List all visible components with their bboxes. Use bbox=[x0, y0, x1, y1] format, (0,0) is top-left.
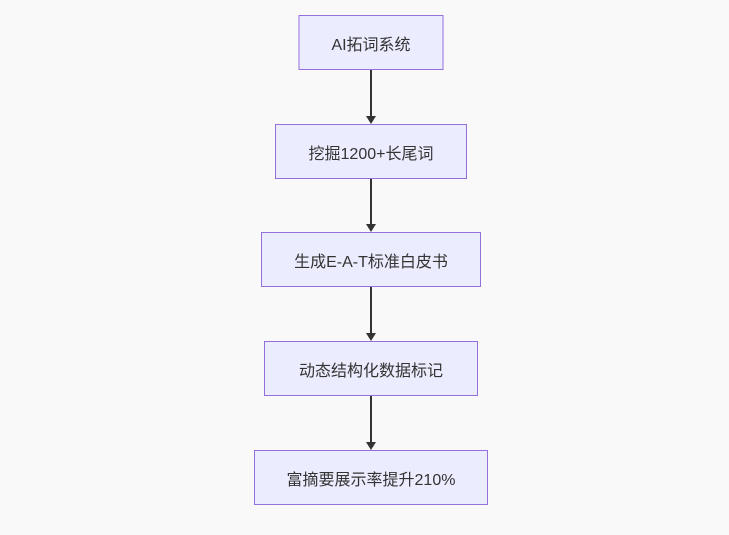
arrowhead-down-icon bbox=[366, 224, 376, 232]
flow-node-structured-data-markup: 动态结构化数据标记 bbox=[264, 341, 478, 396]
flow-node-eat-whitepaper: 生成E-A-T标准白皮书 bbox=[261, 232, 481, 287]
arrow-line bbox=[370, 396, 372, 442]
arrow-line bbox=[370, 70, 372, 116]
flow-arrow-3 bbox=[366, 287, 376, 341]
arrowhead-down-icon bbox=[366, 442, 376, 450]
arrowhead-down-icon bbox=[366, 333, 376, 341]
flow-node-rich-snippet-result: 富摘要展示率提升210% bbox=[254, 450, 488, 505]
flow-node-longtail-mining: 挖掘1200+长尾词 bbox=[275, 124, 467, 179]
arrowhead-down-icon bbox=[366, 116, 376, 124]
arrow-line bbox=[370, 179, 372, 224]
flow-node-ai-word-expansion: AI拓词系统 bbox=[298, 15, 444, 70]
flow-arrow-2 bbox=[366, 179, 376, 232]
arrow-line bbox=[370, 287, 372, 333]
flow-arrow-1 bbox=[366, 70, 376, 124]
flow-arrow-4 bbox=[366, 396, 376, 450]
